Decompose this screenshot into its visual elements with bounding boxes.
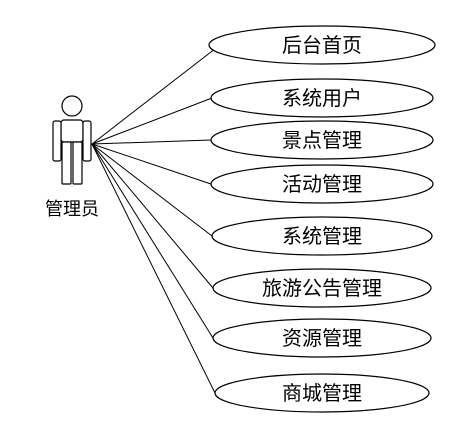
actor-arm-left xyxy=(52,120,62,162)
actor-leg-left xyxy=(61,141,72,185)
association-line xyxy=(91,139,212,145)
use-case-label: 景点管理 xyxy=(282,128,362,152)
use-case-ellipse-8 xyxy=(214,373,430,413)
use-case-ellipse-1 xyxy=(208,25,436,65)
use-case-label: 系统用户 xyxy=(282,86,362,110)
association-line xyxy=(91,44,221,145)
use-case-label: 商城管理 xyxy=(282,381,362,405)
association-line xyxy=(91,143,216,394)
actor-arm-right xyxy=(82,120,92,162)
use-case-label: 后台首页 xyxy=(282,33,362,57)
association-line xyxy=(91,143,212,185)
use-case-ellipse-3 xyxy=(210,120,434,160)
use-case-label: 系统管理 xyxy=(282,224,362,248)
actor-figure xyxy=(52,95,92,185)
association-line xyxy=(91,143,214,339)
use-case-label: 活动管理 xyxy=(282,172,362,196)
actor-head xyxy=(61,95,83,117)
use-case-ellipse-7 xyxy=(212,318,432,358)
actor-body xyxy=(60,119,84,143)
use-case-ellipse-4 xyxy=(210,164,434,204)
actor-label: 管理员 xyxy=(45,199,99,220)
actor-leg-right xyxy=(72,141,83,185)
use-case-ellipse-6 xyxy=(212,268,432,308)
association-lines xyxy=(91,44,221,394)
association-line xyxy=(91,143,214,289)
use-case-label: 资源管理 xyxy=(282,326,362,350)
use-case-ellipses xyxy=(208,25,436,413)
use-case-labels: 后台首页 系统用户 景点管理 活动管理 系统管理 旅游公告管理 资源管理 商城管… xyxy=(262,33,382,405)
use-case-ellipse-5 xyxy=(211,216,433,256)
association-line xyxy=(91,97,213,145)
use-case-label: 旅游公告管理 xyxy=(262,276,382,300)
association-line xyxy=(91,143,213,237)
use-case-ellipse-2 xyxy=(210,78,434,118)
